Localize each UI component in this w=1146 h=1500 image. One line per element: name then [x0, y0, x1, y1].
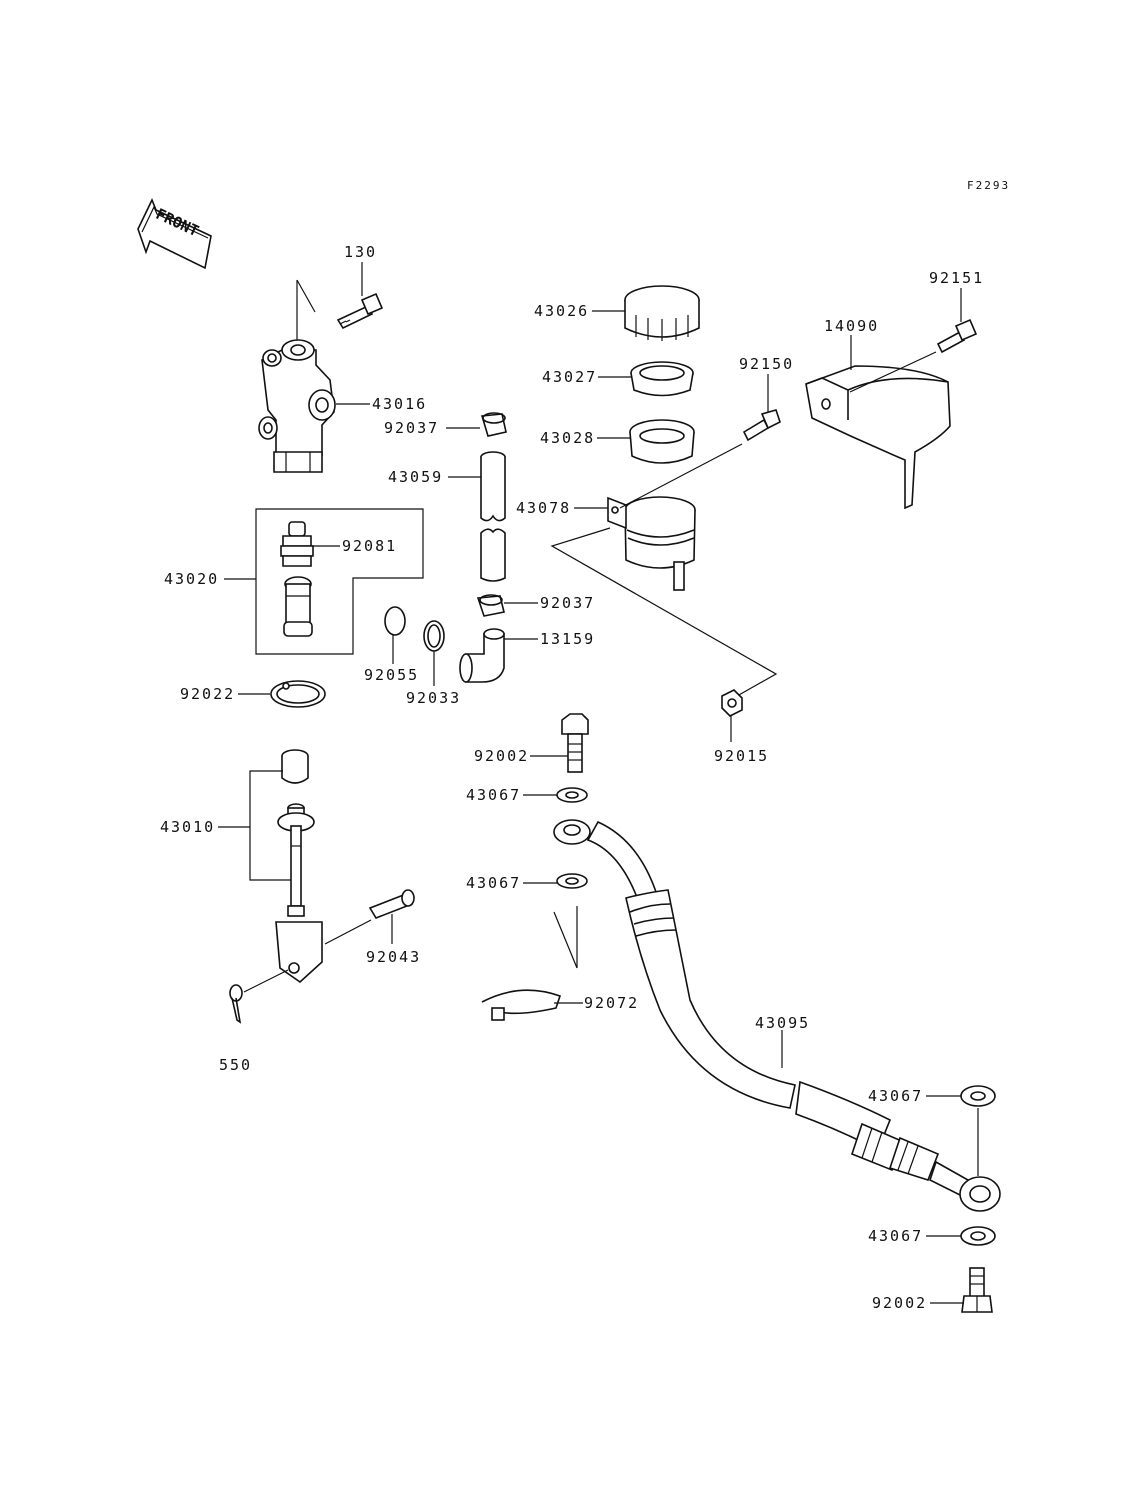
label-43016: 43016: [372, 395, 427, 413]
label-43020: 43020: [164, 570, 219, 588]
front-arrow: FRONT: [137, 198, 212, 270]
hose-43095: [553, 819, 1001, 1212]
label-43026: 43026: [534, 302, 589, 320]
bolt-92151: [936, 318, 978, 354]
reservoir-hose-group: [459, 412, 507, 683]
cotterpin-550: [229, 984, 243, 1024]
label-43095: 43095: [755, 1014, 810, 1032]
label-92022: 92022: [180, 685, 235, 703]
label-92055: 92055: [364, 666, 419, 684]
circlip-92022: [270, 680, 326, 708]
label-92037-bottom: 92037: [540, 594, 595, 612]
label-92151: 92151: [929, 269, 984, 287]
label-43078: 43078: [516, 499, 571, 517]
label-43028: 43028: [540, 429, 595, 447]
washer-43067-a: [556, 787, 588, 803]
label-92081: 92081: [342, 537, 397, 555]
pin-92043: [368, 889, 415, 919]
cover-14090: [805, 318, 978, 510]
tank-43078: [607, 496, 696, 591]
clamp-92037-bottom: [476, 594, 505, 617]
washer-43067-b: [556, 873, 588, 889]
washer-43067-c: [960, 1085, 996, 1107]
label-43059: 43059: [388, 468, 443, 486]
washer-43067-d: [960, 1226, 996, 1246]
elbow-13159: [459, 628, 505, 683]
bolt-92150: [742, 409, 781, 442]
label-92002-bottom: 92002: [872, 1294, 927, 1312]
master-cylinder-group: [229, 279, 445, 1024]
cylinder-body-43016: [258, 339, 336, 473]
label-43067-d: 43067: [868, 1227, 923, 1245]
hose-43059: [480, 451, 506, 582]
banjo-bolt-92002-bottom: [961, 1267, 993, 1313]
label-43067-a: 43067: [466, 786, 521, 804]
spring-92081: [280, 521, 314, 567]
part-labels: 130 43016 43020 92081 92022 92055 92033 …: [160, 243, 984, 1312]
label-43067-c: 43067: [868, 1087, 923, 1105]
band-92072: [481, 989, 562, 1021]
diagram-code: F2293: [967, 179, 1010, 192]
label-92043: 92043: [366, 948, 421, 966]
label-92037-top: 92037: [384, 419, 439, 437]
clamp-92037-top: [480, 412, 507, 437]
brake-hose-group: [481, 713, 1001, 1313]
label-43067-b: 43067: [466, 874, 521, 892]
reservoir-group: [550, 285, 781, 717]
kit-box-43020: [255, 508, 424, 655]
nut-92015: [721, 689, 743, 717]
diaphragm-43028: [629, 419, 695, 464]
label-92033: 92033: [406, 689, 461, 707]
bolt-130: [336, 292, 384, 330]
label-43010: 43010: [160, 818, 215, 836]
oring-92055: [384, 606, 406, 636]
label-92150: 92150: [739, 355, 794, 373]
label-92015: 92015: [714, 747, 769, 765]
label-14090: 14090: [824, 317, 879, 335]
pushrod-43010: [275, 749, 323, 984]
label-43027: 43027: [542, 368, 597, 386]
label-92072: 92072: [584, 994, 639, 1012]
cap-43026: [624, 285, 700, 341]
label-92002-top: 92002: [474, 747, 529, 765]
label-13159: 13159: [540, 630, 595, 648]
plate-43027: [630, 361, 694, 397]
piston-kit: [283, 576, 313, 637]
label-130: 130: [344, 243, 377, 261]
banjo-bolt-92002-top: [561, 713, 589, 773]
snapring-92033: [423, 620, 445, 652]
label-550: 550: [219, 1056, 252, 1074]
